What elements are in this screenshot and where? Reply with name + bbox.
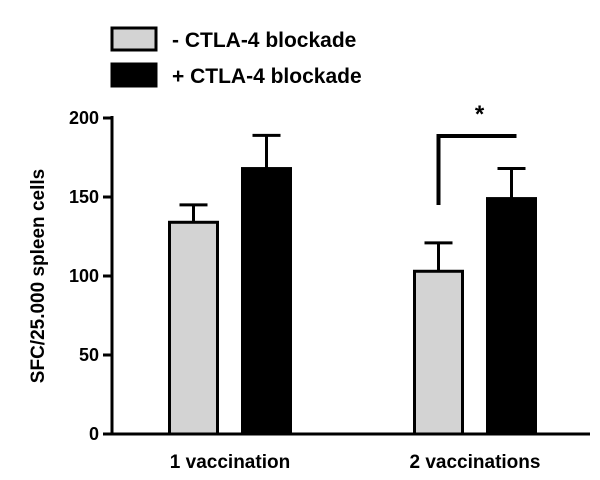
legend-swatch [110,62,158,88]
annotations: * [436,101,517,205]
legend-swatch [110,26,158,52]
significance-bracket [436,134,517,205]
significance-label: * [475,101,485,128]
y-tick-label: 200 [69,108,99,128]
legend-label: - CTLA-4 blockade [172,29,356,52]
legend: - CTLA-4 blockade + CTLA-4 blockade [110,26,362,88]
legend-label: + CTLA-4 blockade [172,65,362,88]
y-tick-label: 100 [69,266,99,286]
y-tick-label: 0 [89,424,99,444]
y-axis-label: SFC/25.000 spleen cells [28,169,49,383]
bar [241,167,292,436]
x-tick-label: 2 vaccinations [410,452,541,473]
bar [168,220,219,436]
bar [486,197,537,436]
bars [168,133,537,436]
y-tick-label: 150 [69,187,99,207]
x-tick-label: 1 vaccination [170,452,290,473]
y-tick-label: 50 [79,345,99,365]
bar [413,269,464,436]
